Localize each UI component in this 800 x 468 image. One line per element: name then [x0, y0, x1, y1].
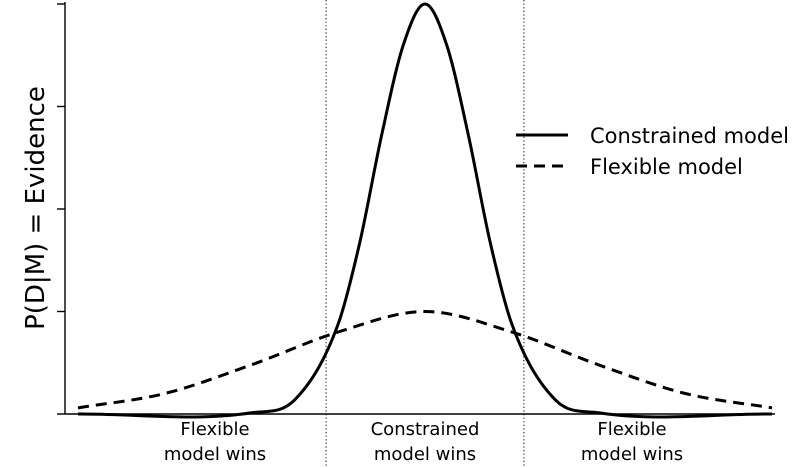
region-left-label-line1: Flexible: [180, 419, 249, 440]
region-right-label-line1: Flexible: [597, 419, 666, 440]
region-labels: Flexible model wins Constrained model wi…: [164, 419, 683, 465]
legend-label-flexible: Flexible model: [590, 155, 743, 179]
flexible-model-curve: [77, 309, 773, 410]
legend-label-constrained: Constrained model: [590, 124, 789, 148]
region-center-label-line2: model wins: [374, 444, 476, 465]
y-axis-label: P(D|M) = Evidence: [21, 86, 51, 330]
legend: Constrained model Flexible model: [516, 124, 789, 179]
region-left-label-line2: model wins: [164, 444, 266, 465]
region-dividers: [325, 0, 525, 468]
region-center-label-line1: Constrained: [371, 419, 480, 440]
region-right-label-line2: model wins: [581, 444, 683, 465]
y-axis-ticks: [57, 3, 65, 415]
constrained-model-curve: [77, 2, 773, 419]
